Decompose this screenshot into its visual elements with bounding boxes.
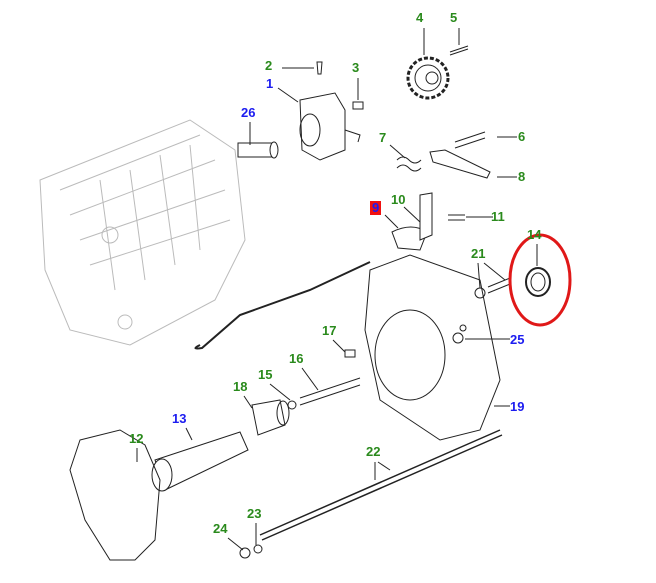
- callout-23[interactable]: 23: [247, 506, 262, 521]
- callout-19[interactable]: 19: [510, 399, 525, 414]
- part-24-nut: [239, 547, 251, 559]
- callout-25[interactable]: 25: [510, 332, 525, 347]
- part-19-housing: [364, 254, 501, 441]
- highlight-circle: [508, 233, 572, 327]
- selector-rod: [194, 261, 371, 350]
- part-16-shaft: [299, 377, 361, 406]
- leader-lines: [136, 28, 538, 551]
- callout-8[interactable]: 8: [518, 169, 526, 184]
- callout-26[interactable]: 26: [241, 105, 256, 120]
- callout-1[interactable]: 1: [266, 76, 274, 91]
- callout-16[interactable]: 16: [289, 351, 304, 366]
- callout-11[interactable]: 11: [491, 209, 505, 224]
- callout-9-highlighted[interactable]: 9: [370, 200, 382, 215]
- callout-15[interactable]: 15: [258, 367, 273, 382]
- part-15-ring: [287, 400, 297, 410]
- part-11-bolt: [448, 214, 465, 221]
- part-10: [419, 192, 433, 241]
- part-14-seal: [525, 267, 551, 297]
- callout-13[interactable]: 13: [172, 411, 187, 426]
- part-26-shaft: [237, 141, 279, 159]
- part-13-shaft: [151, 431, 249, 492]
- callout-4[interactable]: 4: [416, 10, 424, 25]
- part-17: [344, 349, 356, 358]
- part-5-bolt: [449, 45, 469, 56]
- part-1-block: [299, 92, 361, 161]
- part-12-gasket: [69, 429, 161, 561]
- callout-7[interactable]: 7: [379, 130, 387, 145]
- part-9: [391, 226, 428, 251]
- callout-14[interactable]: 14: [527, 227, 542, 242]
- callout-21[interactable]: 21: [471, 246, 486, 261]
- part-3: [352, 101, 364, 110]
- part-18-bush: [251, 399, 290, 436]
- callout-18[interactable]: 18: [233, 379, 248, 394]
- callout-6[interactable]: 6: [518, 129, 526, 144]
- gearbox-outline: [39, 119, 246, 346]
- callout-2[interactable]: 2: [265, 58, 273, 73]
- callout-12[interactable]: 12: [129, 431, 144, 446]
- part-22-rod: [259, 429, 503, 541]
- part-8-lever: [429, 149, 491, 179]
- part-2-bolt: [316, 61, 323, 75]
- callout-22[interactable]: 22: [366, 444, 381, 459]
- callout-3[interactable]: 3: [352, 60, 360, 75]
- part-23-washer: [253, 544, 263, 554]
- part-4-gear: [406, 56, 450, 100]
- part-6-bolt: [454, 131, 486, 149]
- callout-17[interactable]: 17: [322, 323, 337, 338]
- callout-10[interactable]: 10: [391, 192, 406, 207]
- part-7-spring: [396, 156, 422, 172]
- callout-24[interactable]: 24: [213, 521, 228, 536]
- callout-5[interactable]: 5: [450, 10, 458, 25]
